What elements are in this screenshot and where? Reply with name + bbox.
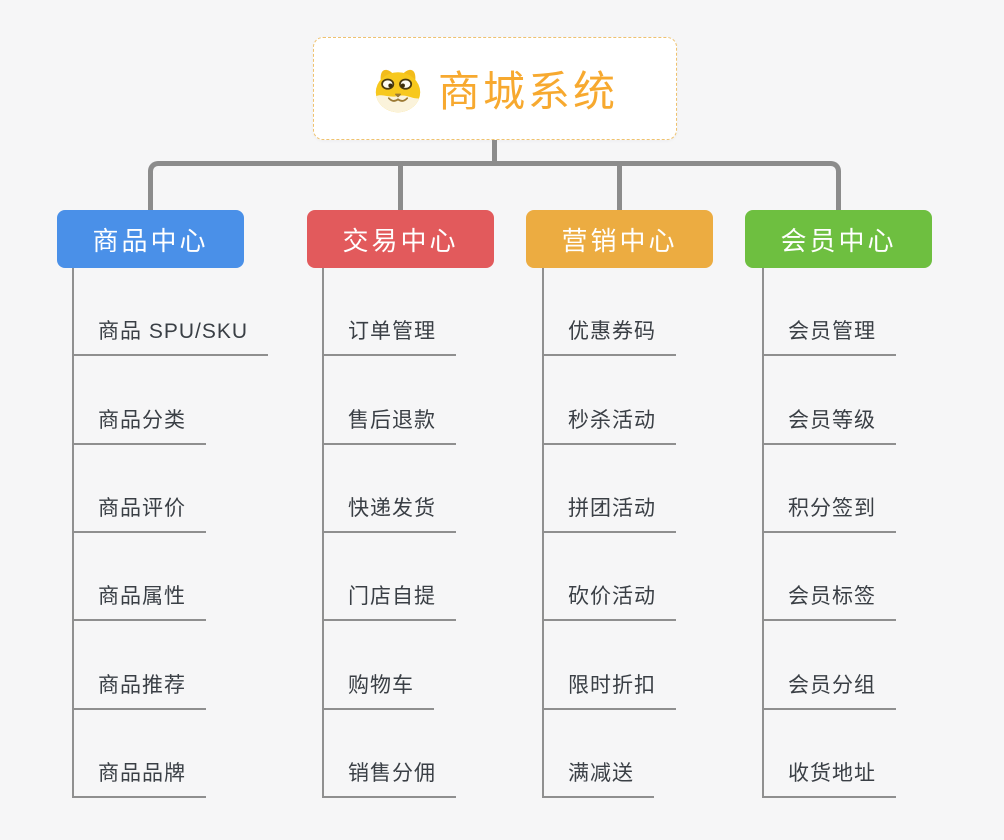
leaf-aftersale-refund[interactable]: 售后退款: [322, 404, 456, 445]
branch-column-members: 会员管理 会员等级 积分签到 会员标签 会员分组 收货地址: [762, 268, 1004, 798]
leaf-product-spu-sku[interactable]: 商品 SPU/SKU: [72, 315, 269, 357]
branch-column-marketing: 优惠券码 秒杀活动 拼团活动 砍价活动 限时折扣 满减送: [542, 268, 794, 798]
branch-header-marketing[interactable]: 营销中心: [526, 210, 713, 268]
leaf-order-management[interactable]: 订单管理: [322, 315, 456, 357]
leaf-flash-sale[interactable]: 秒杀活动: [542, 404, 676, 445]
leaf-sales-commission[interactable]: 销售分佣: [322, 757, 456, 798]
branch-header-trade[interactable]: 交易中心: [307, 210, 494, 268]
leaf-member-tags[interactable]: 会员标签: [762, 580, 896, 622]
leaf-product-brand[interactable]: 商品品牌: [72, 757, 206, 798]
branch-column-products: 商品 SPU/SKU 商品分类 商品评价 商品属性 商品推荐 商品品牌: [72, 268, 324, 798]
branch-header-members[interactable]: 会员中心: [745, 210, 932, 268]
root-node[interactable]: 商城系统: [313, 37, 677, 140]
connector-root-riser: [492, 140, 497, 166]
connector-left-bracket: [148, 161, 495, 210]
leaf-product-category[interactable]: 商品分类: [72, 404, 206, 445]
leaf-shopping-cart[interactable]: 购物车: [322, 669, 434, 710]
leaf-limited-discount[interactable]: 限时折扣: [542, 669, 676, 710]
leaf-member-management[interactable]: 会员管理: [762, 315, 896, 357]
leaf-spend-and-save[interactable]: 满减送: [542, 757, 654, 798]
dog-face-icon: [372, 65, 424, 113]
leaf-bargain-activity[interactable]: 砍价活动: [542, 580, 676, 622]
branch-column-trade: 订单管理 售后退款 快递发货 门店自提 购物车 销售分佣: [322, 268, 574, 798]
leaf-product-attribute[interactable]: 商品属性: [72, 580, 206, 622]
root-title: 商城系统: [437, 68, 618, 115]
branch-header-products[interactable]: 商品中心: [57, 210, 244, 268]
leaf-express-shipping[interactable]: 快递发货: [322, 492, 456, 533]
connector-drop-trade: [398, 163, 403, 210]
leaf-member-level[interactable]: 会员等级: [762, 404, 896, 445]
leaf-group-buy[interactable]: 拼团活动: [542, 492, 676, 533]
leaf-coupon-code[interactable]: 优惠券码: [542, 315, 676, 357]
leaf-store-pickup[interactable]: 门店自提: [322, 580, 456, 622]
connector-drop-marketing: [617, 163, 622, 210]
connector-right-bracket: [495, 161, 841, 210]
leaf-shipping-address[interactable]: 收货地址: [762, 757, 896, 798]
leaf-product-review[interactable]: 商品评价: [72, 492, 206, 533]
leaf-product-recommend[interactable]: 商品推荐: [72, 669, 206, 710]
leaf-member-groups[interactable]: 会员分组: [762, 669, 896, 710]
leaf-points-checkin[interactable]: 积分签到: [762, 492, 896, 533]
